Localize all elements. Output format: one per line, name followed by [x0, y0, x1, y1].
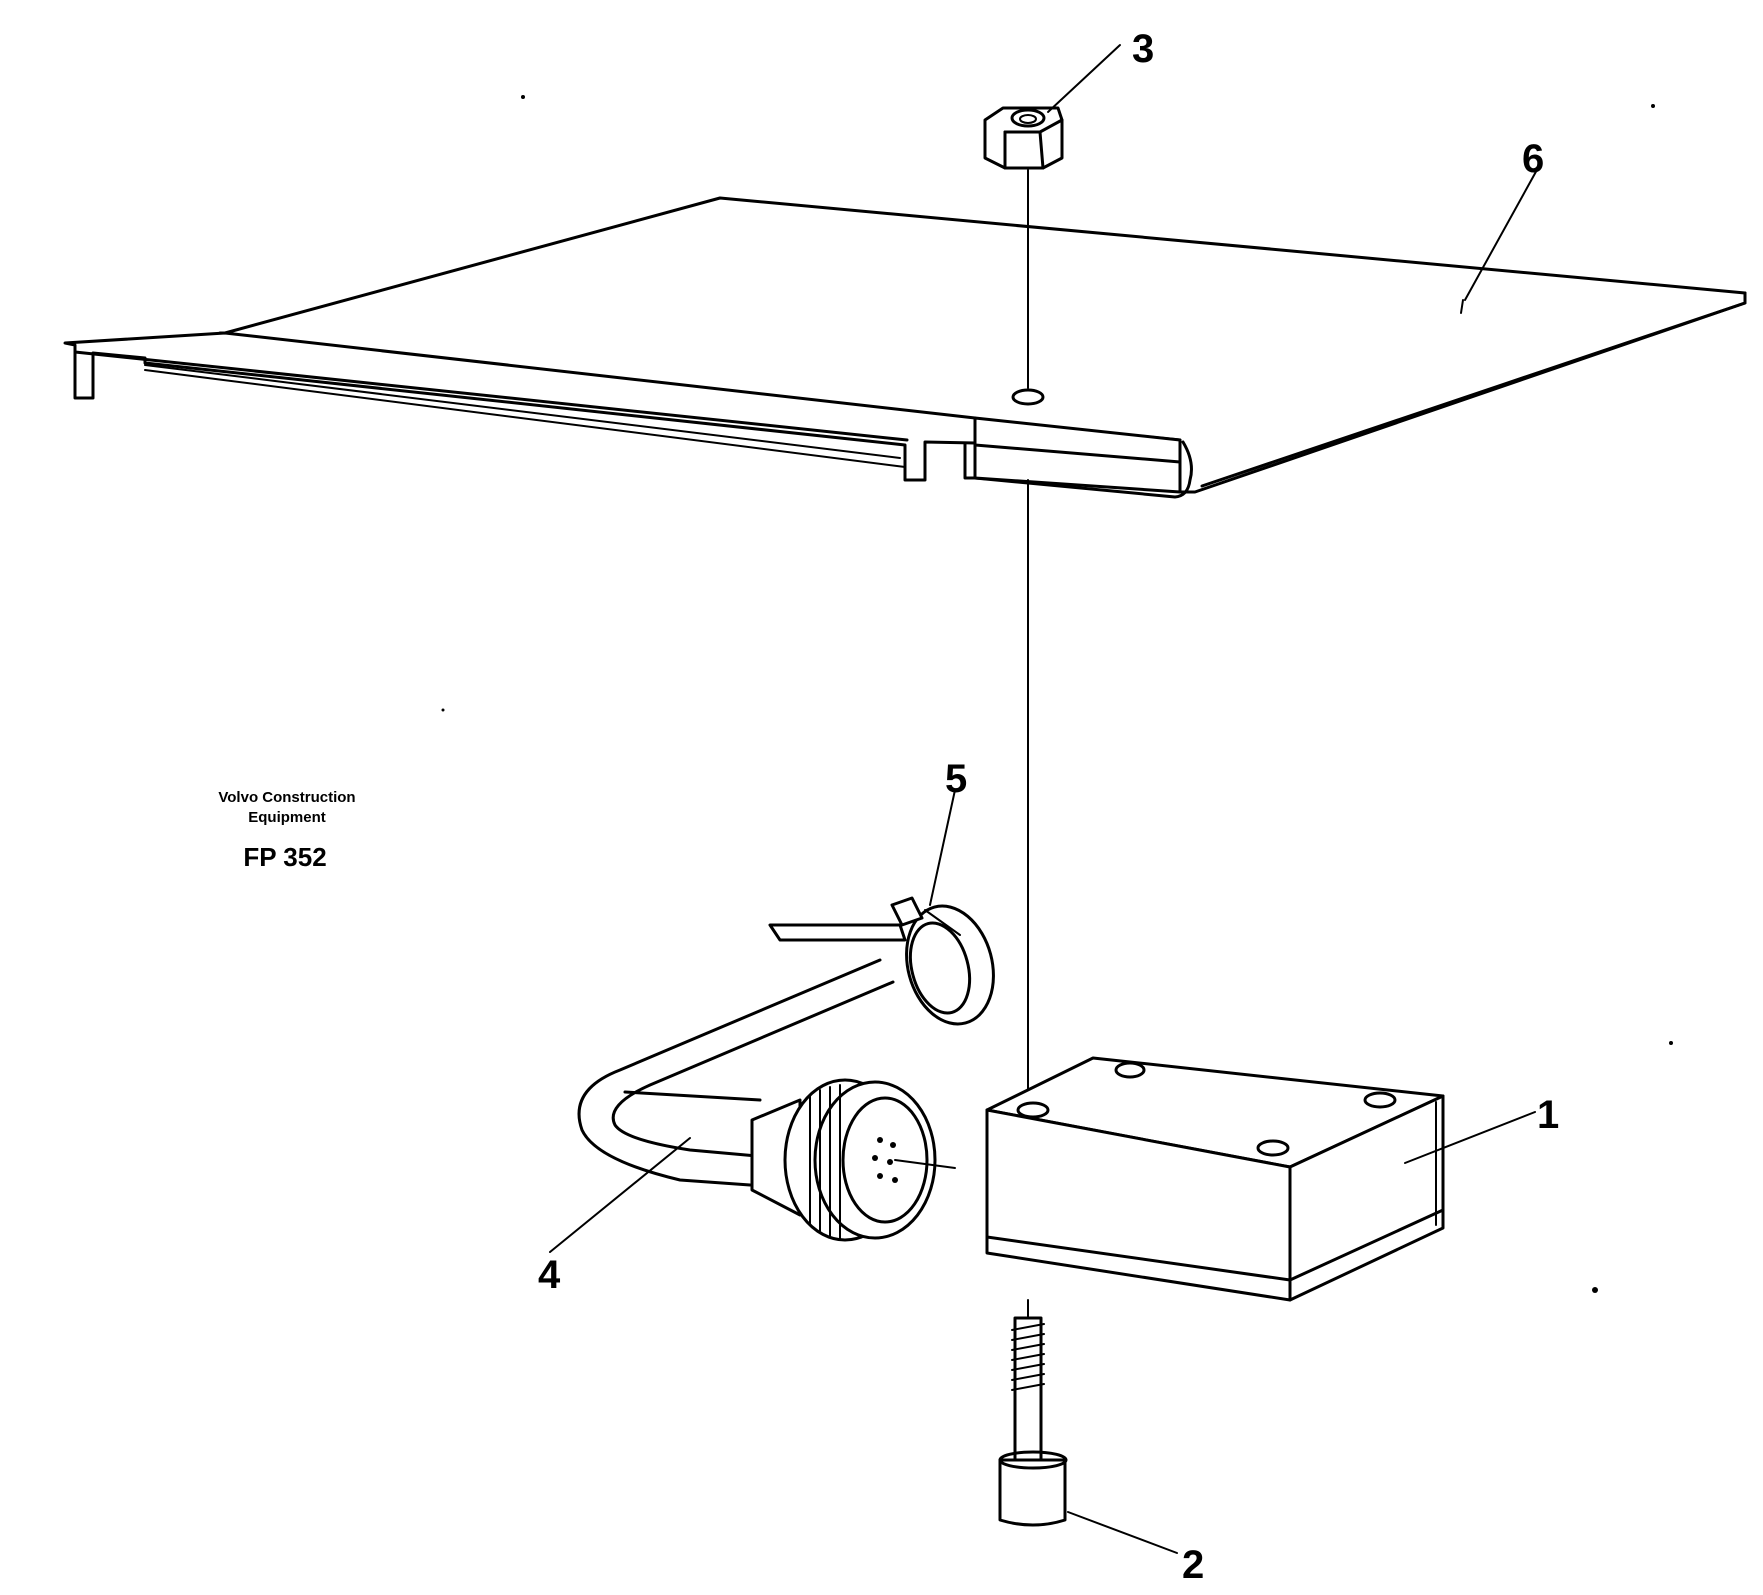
caption-company-line2: Equipment: [248, 809, 326, 826]
bolt-icon: [998, 1316, 1068, 1527]
mounting-plate-icon: [63, 196, 1747, 499]
leader-5: [929, 789, 956, 906]
callout-3: 3: [1132, 27, 1154, 71]
leader-6: [1464, 167, 1539, 301]
callout-5: 5: [945, 757, 967, 801]
callout-2: 2: [1182, 1543, 1204, 1587]
callout-6: 6: [1522, 137, 1544, 181]
nut-icon: [983, 106, 1064, 170]
leader-3: [1047, 44, 1121, 113]
hose-clamp-icon: [768, 896, 995, 1026]
leader-2: [1067, 1511, 1178, 1554]
cable-connector-icon: [577, 958, 956, 1242]
scan-specks: [441, 95, 1673, 1293]
leader-4: [549, 1137, 691, 1253]
callout-4: 4: [538, 1253, 561, 1297]
caption-company-line1: Volvo Construction: [218, 789, 355, 806]
leader-1: [1404, 1111, 1536, 1164]
callout-1: 1: [1537, 1093, 1559, 1137]
control-box-icon: [985, 1056, 1445, 1302]
caption-figure-code: FP 352: [243, 842, 326, 872]
leader-lines: [549, 44, 1539, 1554]
